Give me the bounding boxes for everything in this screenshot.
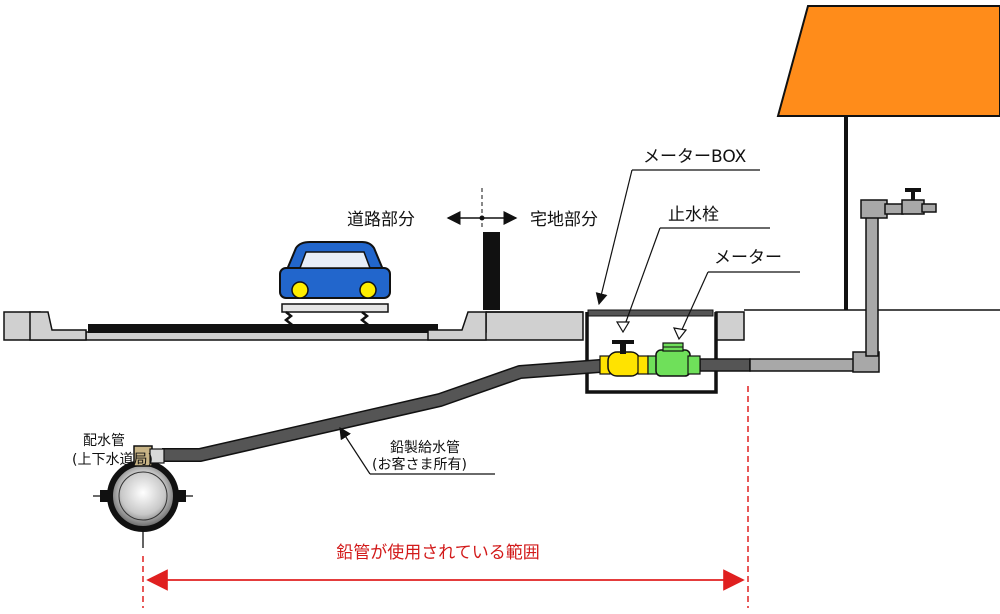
ground [3, 309, 1000, 341]
meter-box [585, 309, 718, 394]
road-part-label: 道路部分 [347, 210, 415, 230]
lead-range-indicator [142, 386, 749, 608]
main-pipe-label: 配水管 [83, 433, 125, 449]
car-icon [279, 241, 391, 329]
boundary-wall [483, 232, 500, 310]
lead-pipe-callout [339, 426, 495, 475]
lead-pipe [162, 360, 601, 461]
meter-label: メーター [714, 248, 782, 268]
meter-box-callout [595, 169, 760, 306]
house-roof [776, 5, 1000, 310]
service-riser [852, 199, 904, 373]
distribution-main [93, 445, 193, 548]
stop-valve-label: 止水栓 [668, 205, 719, 225]
lead-pipe-label: 鉛製給水管 [390, 440, 460, 456]
meter-callout [672, 271, 800, 341]
residential-part-label: 宅地部分 [530, 210, 598, 230]
stop-valve-callout [615, 227, 770, 334]
lead-pipe-owner-label: (お客さま所有) [372, 456, 467, 473]
service-pipe [749, 358, 856, 372]
main-pipe-owner-label: (上下水道局) [72, 452, 153, 468]
faucet-icon [901, 188, 937, 215]
lead-pipe-after-meter [699, 358, 751, 372]
meter-box-label: メーターBOX [643, 147, 747, 167]
water-meter [647, 342, 701, 377]
lead-range-label: 鉛管が使用されている範囲 [336, 542, 540, 563]
stop-valve [599, 340, 649, 377]
boundary-divider [446, 188, 518, 230]
